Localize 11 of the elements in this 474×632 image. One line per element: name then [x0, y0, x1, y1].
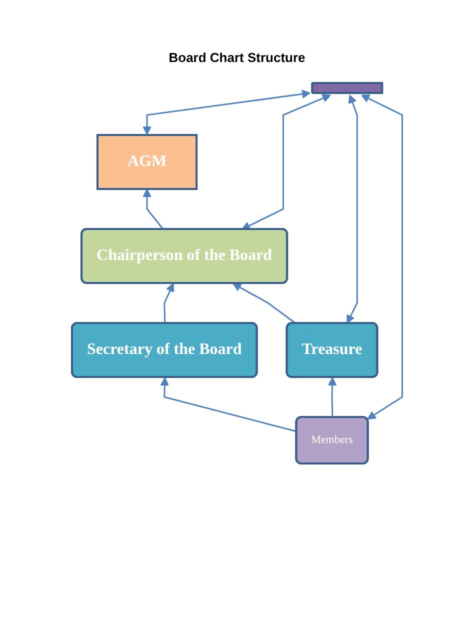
- node-box: AGM: [96, 134, 198, 190]
- arrow: [241, 94, 331, 230]
- arrow: [142, 90, 310, 135]
- chart-title: Board Chart Structure: [168, 50, 306, 65]
- arrow: [328, 377, 337, 418]
- arrow: [160, 377, 297, 432]
- arrow: [360, 94, 403, 420]
- arrow: [346, 94, 358, 324]
- arrow: [142, 188, 164, 230]
- arrow: [232, 283, 296, 324]
- arrow: [164, 283, 174, 324]
